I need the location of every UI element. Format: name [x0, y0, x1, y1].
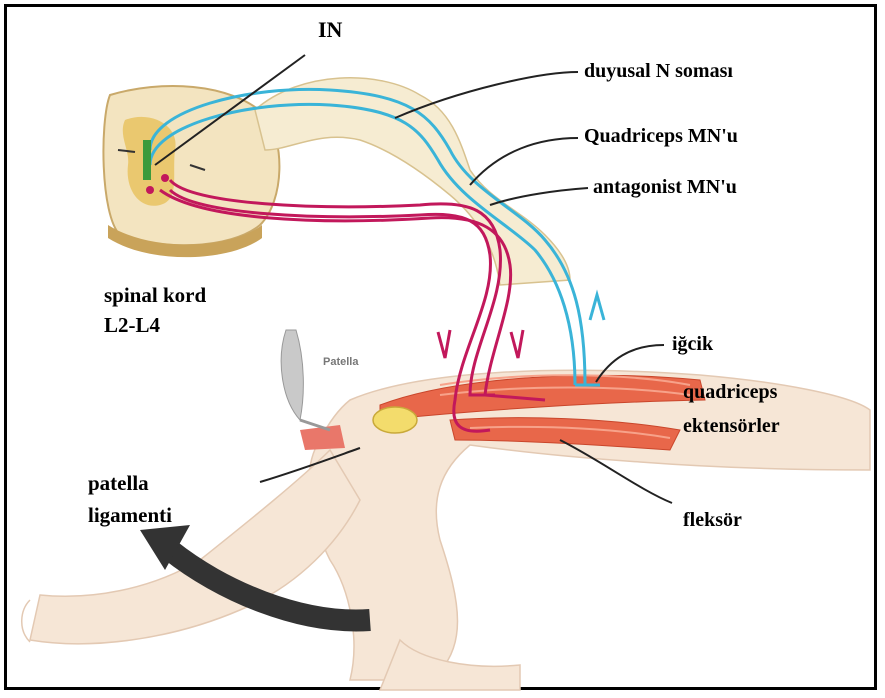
label-antagonist-mn: antagonist MN'u	[593, 176, 737, 199]
label-interneuron: IN	[318, 17, 342, 43]
label-extensors: ektensörler	[683, 415, 780, 438]
motor-arrow-icon	[511, 330, 523, 358]
sensory-arrow-icon	[590, 295, 604, 320]
label-flexor: fleksör	[683, 509, 742, 532]
label-sensory-soma: duyusal N soması	[584, 60, 733, 83]
label-patellar-ligament-2: ligamenti	[88, 503, 172, 528]
label-spinal-levels: L2-L4	[104, 313, 160, 338]
label-patella-small: Patella	[323, 356, 358, 368]
spinal-cord-section	[103, 86, 279, 257]
label-patellar-ligament-1: patella	[88, 471, 149, 496]
label-quadriceps: quadriceps	[683, 381, 777, 404]
motor-arrow-icon	[438, 330, 450, 358]
label-spindle: iğcik	[672, 333, 713, 356]
label-spinal-cord: spinal kord	[104, 283, 206, 308]
reflex-hammer-icon	[281, 330, 330, 430]
patella-bone	[373, 407, 417, 433]
label-quadriceps-mn: Quadriceps MN'u	[584, 125, 738, 148]
